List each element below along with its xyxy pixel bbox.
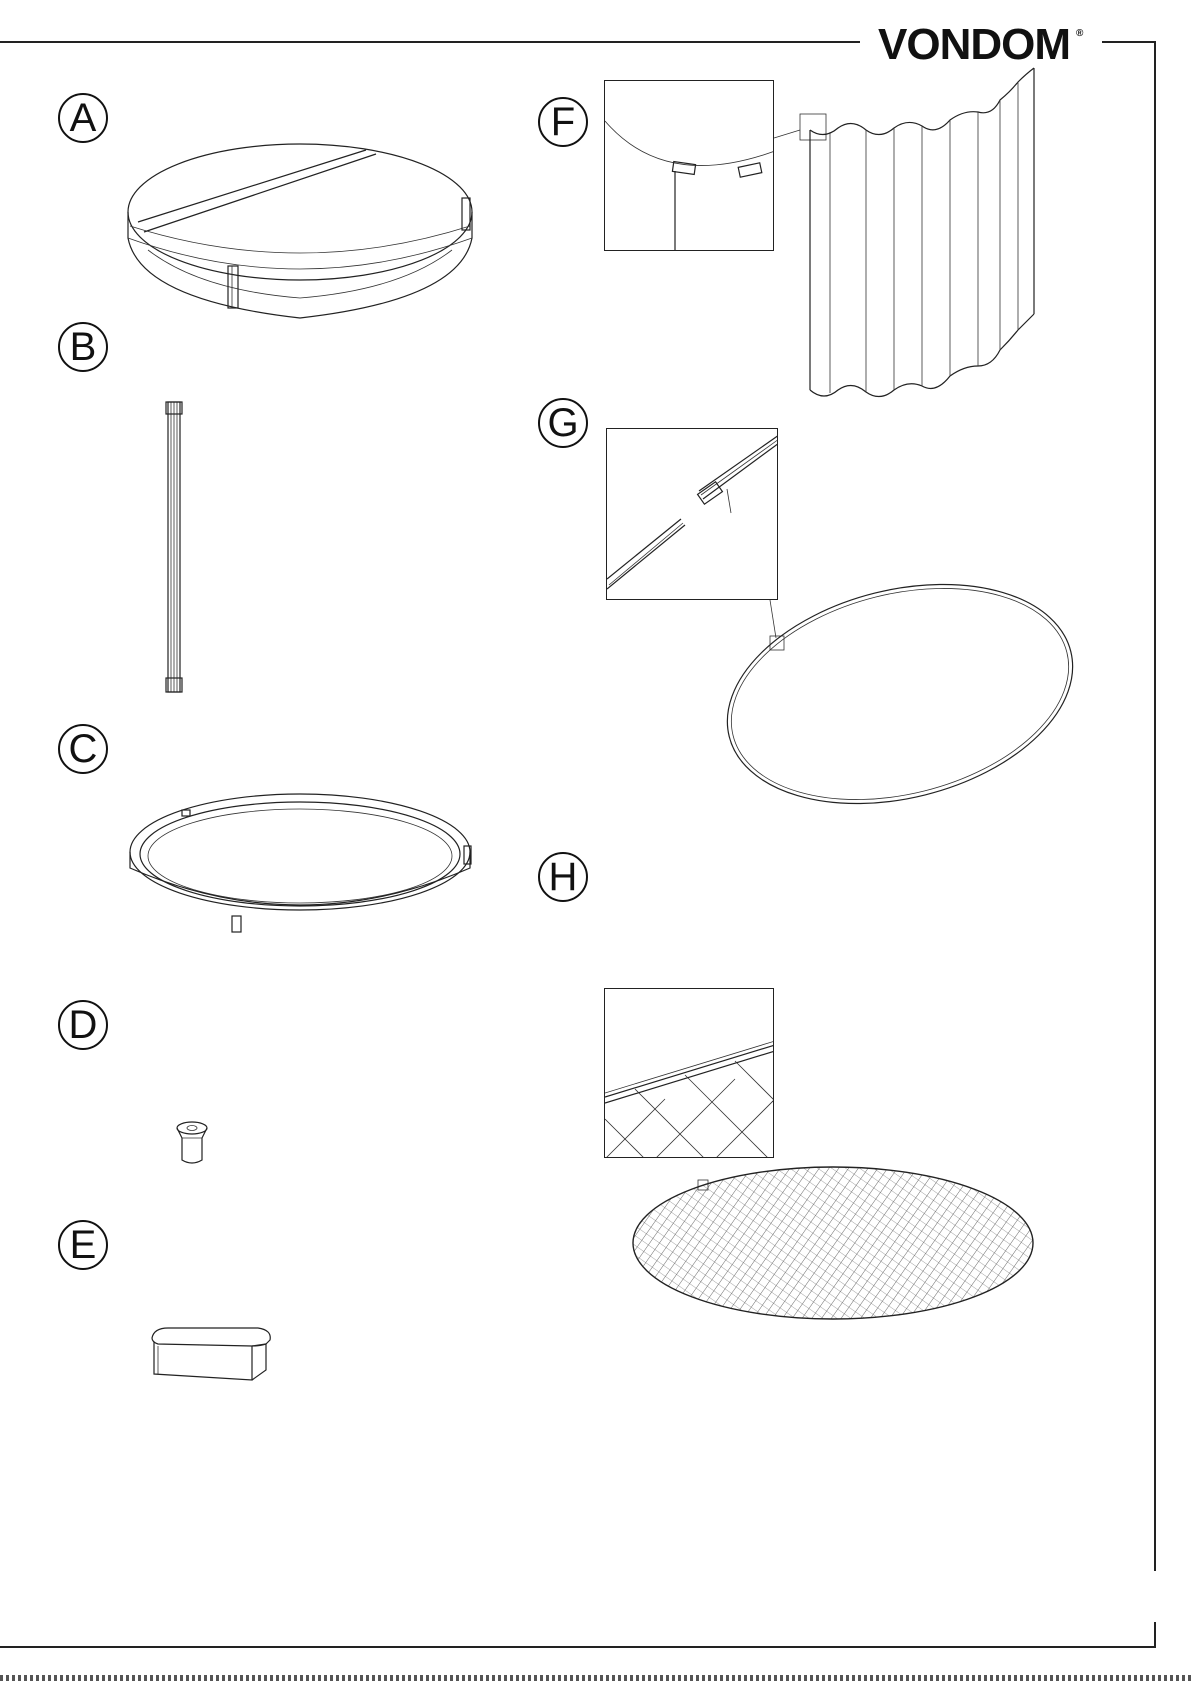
circular-ring-frame-icon [120, 780, 480, 940]
right-rule [1154, 41, 1156, 1571]
curved-curtain-panel-icon [800, 60, 1050, 410]
top-rule-left [0, 41, 860, 43]
right-rule-lower [1154, 1622, 1156, 1646]
part-badge-e: E [58, 1220, 108, 1270]
detail-panel-g [606, 428, 778, 600]
part-badge-g: G [538, 398, 588, 448]
hook-detail-icon [605, 81, 774, 251]
round-cushion-daybed-icon [120, 130, 480, 330]
part-badge-h: H [538, 852, 588, 902]
bottom-rule [0, 1646, 1156, 1648]
rail-joint-detail-icon [607, 429, 778, 600]
vertical-profile-bar-icon [160, 400, 190, 696]
curtain-rail-ring-icon [720, 580, 1080, 810]
rectangular-end-cap-icon [148, 1320, 278, 1390]
part-badge-a: A [58, 93, 108, 143]
part-badge-f: F [538, 97, 588, 147]
mesh-edge-detail-icon [605, 989, 774, 1158]
mesh-canopy-disc-icon [628, 1162, 1038, 1324]
detail-panel-h [604, 988, 774, 1158]
detail-panel-f [604, 80, 774, 251]
part-badge-c: C [58, 724, 108, 774]
part-badge-d: D [58, 1000, 108, 1050]
footer-dotted-strip [0, 1675, 1191, 1681]
countersunk-screw-icon [170, 1118, 216, 1168]
part-badge-b: B [58, 322, 108, 372]
brand-registered-mark: ® [1076, 28, 1083, 39]
